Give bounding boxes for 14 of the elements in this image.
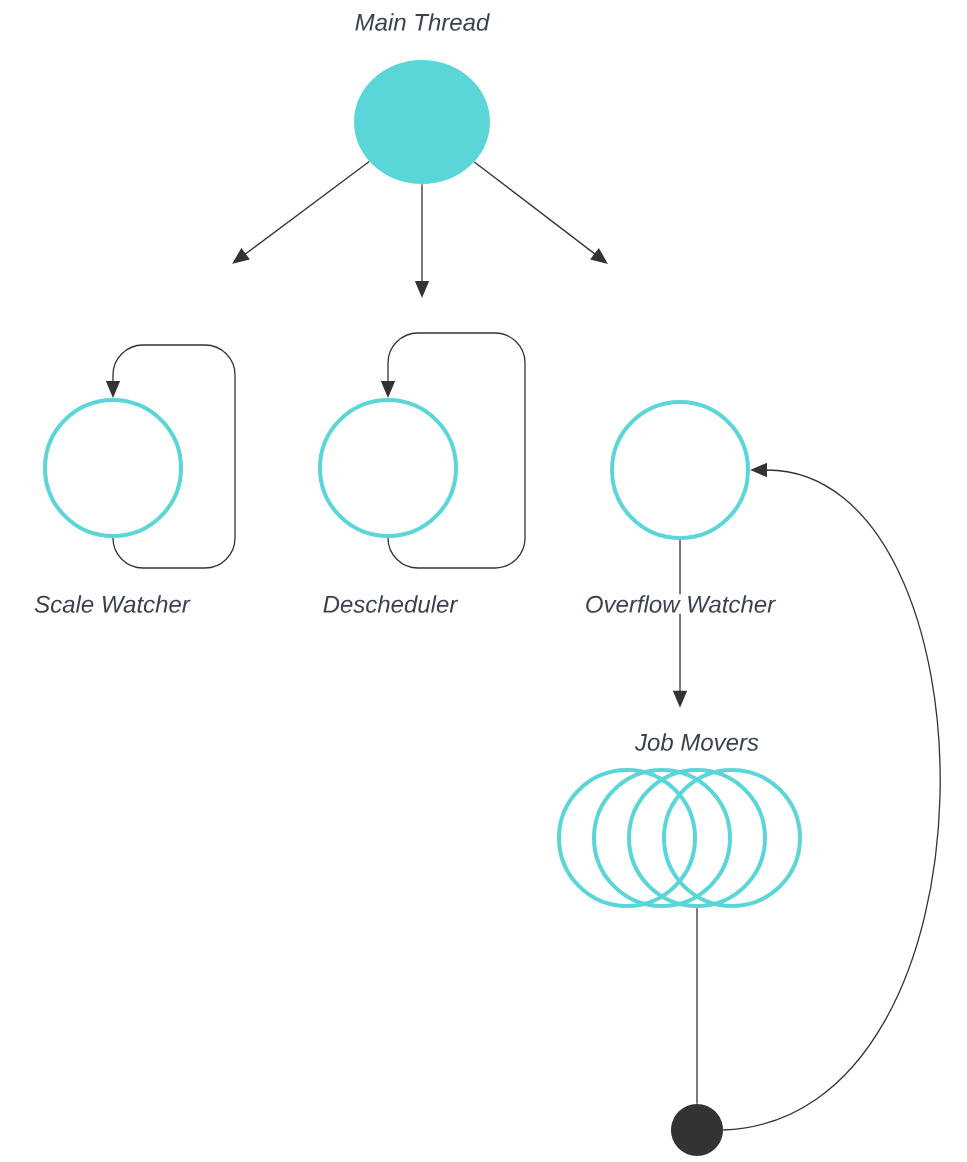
node-label: Overflow Watcher (583, 594, 777, 614)
node-label: Descheduler (321, 594, 459, 614)
arrow (473, 161, 608, 264)
overlapping-circles-drawing (557, 768, 802, 908)
filled-circle (671, 1104, 723, 1156)
connector-line (696, 907, 698, 1105)
arrow (232, 160, 370, 264)
node-label: Main Thread (353, 12, 491, 32)
circle (610, 400, 750, 540)
circle (318, 398, 458, 538)
circle (43, 398, 183, 538)
node-label: Job Movers (634, 732, 761, 752)
filled-circle (354, 60, 490, 184)
node-label: Scale Watcher (33, 594, 191, 614)
